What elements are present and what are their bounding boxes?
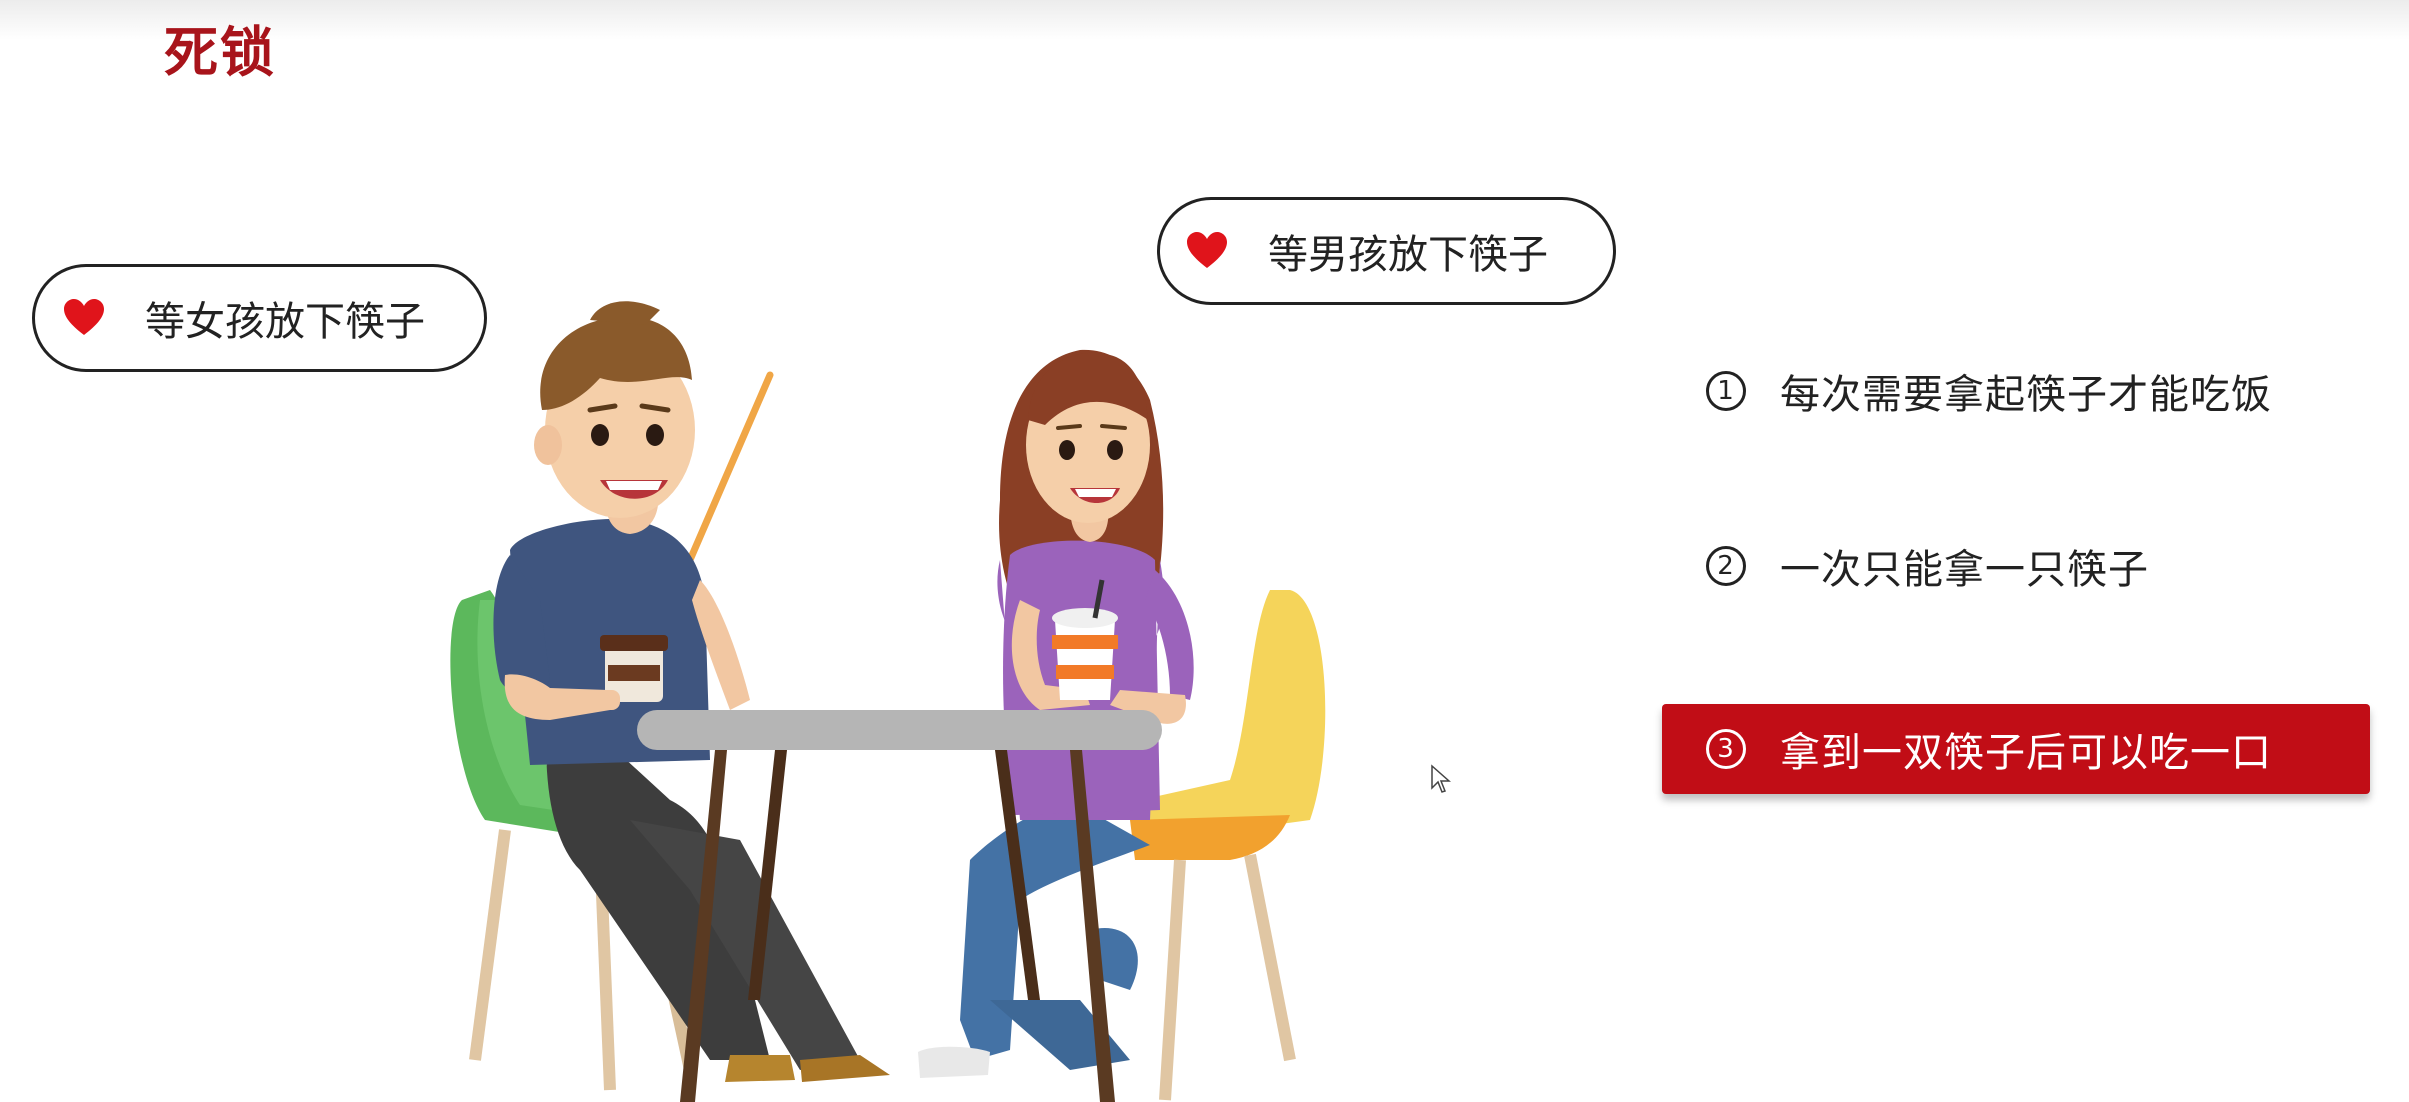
mouse-cursor-icon [1431, 764, 1451, 793]
rule-item-2: 2 一次只能拿一只筷子 [1706, 537, 2149, 595]
rule-text: 一次只能拿一只筷子 [1780, 547, 2149, 593]
speech-bubble-girl: 等男孩放下筷子 [1157, 197, 1616, 305]
rule-item-1: 1 每次需要拿起筷子才能吃饭 [1706, 362, 2272, 420]
circled-number-1: 1 [1706, 371, 1746, 411]
slide-title: 死锁 [164, 21, 276, 84]
speech-bubble-text: 等男孩放下筷子 [1268, 232, 1548, 278]
slide-top-band [0, 0, 2409, 40]
rule-item-3-highlighted: 3 拿到一双筷子后可以吃一口 [1662, 704, 2370, 794]
rule-text: 每次需要拿起筷子才能吃饭 [1780, 372, 2272, 418]
chopstick [686, 371, 774, 564]
speech-bubble-boy: 等女孩放下筷子 [32, 264, 487, 372]
table [637, 710, 1162, 1102]
circled-number-3: 3 [1706, 729, 1746, 769]
yellow-chair [1130, 590, 1326, 1101]
boy-figure [493, 301, 890, 1082]
rule-text: 拿到一双筷子后可以吃一口 [1780, 730, 2272, 776]
heart-icon [1186, 232, 1228, 270]
circled-number-2: 2 [1706, 546, 1746, 586]
boy-and-girl-at-table-illustration [450, 301, 1326, 1102]
speech-bubble-text: 等女孩放下筷子 [145, 299, 425, 345]
heart-icon [63, 299, 105, 337]
